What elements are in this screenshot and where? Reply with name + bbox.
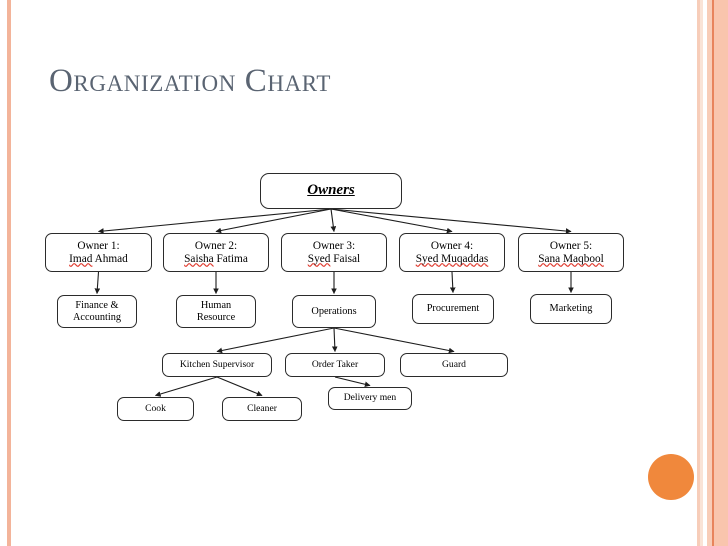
org-node-owner5[interactable]: Owner 5:Sana Maqbool [518,233,624,272]
org-node-label: Order Taker [311,358,359,370]
org-node-guard[interactable]: Guard [400,353,508,377]
org-node-label: Owners [307,182,355,199]
right-stripe-6 [714,0,728,546]
connector-owners-to-owner1 [97,208,332,234]
org-node-owner4[interactable]: Owner 4:Syed Muqaddas [399,233,505,272]
org-node-sublabel: Accounting [72,311,122,323]
org-node-sublabel: Saisha Fatima [184,252,248,265]
org-node-label: Operations [311,305,357,317]
right-stripe-5 [712,0,714,546]
org-node-cook[interactable]: Cook [117,397,194,421]
org-node-label: Owner 4: [430,239,474,252]
org-node-label: Finance & [75,299,119,311]
org-node-label: Human [200,299,232,311]
org-node-label: Owner 1: [77,239,120,252]
right-stripe-2 [700,0,703,546]
connector-owners-to-owner5 [330,208,572,234]
connector-operations-to-ordertaker [331,327,338,353]
org-node-label: Delivery men [343,392,397,404]
connector-owner4-to-procure [449,271,456,294]
org-node-owner1[interactable]: Owner 1:Imad Ahmad [45,233,152,272]
connector-kitchen-to-cook [154,376,218,397]
orange-circle-accent [648,454,694,500]
connector-owners-to-owner3 [330,208,337,233]
org-node-label: Owner 2: [194,239,238,252]
page-title: Organization Chart [49,63,331,99]
org-node-owner3[interactable]: Owner 3:Syed Faisal [281,233,387,272]
org-node-sublabel: Resource [196,311,236,323]
org-node-label: Cleaner [247,402,277,414]
connector-owners-to-owner4 [330,208,453,234]
connector-kitchen-to-cleaner [216,376,263,397]
org-node-finance[interactable]: Finance &Accounting [57,295,137,328]
org-node-owner2[interactable]: Owner 2:Saisha Fatima [163,233,269,272]
org-node-cleaner[interactable]: Cleaner [222,397,302,421]
org-node-label: Procurement [426,303,480,315]
right-stripe-3 [703,0,707,546]
org-node-sublabel: Sana Maqbool [538,252,604,265]
left-accent-line [7,0,11,546]
org-node-marketing[interactable]: Marketing [530,294,612,324]
connector-owner1-to-finance [94,271,101,295]
org-node-label: Kitchen Supervisor [179,358,255,370]
org-node-sublabel: Syed Faisal [307,252,361,265]
connector-operations-to-kitchen [216,327,335,354]
org-node-kitchen[interactable]: Kitchen Supervisor [162,353,272,377]
connector-owners-to-owner2 [215,208,332,234]
org-node-label: Cook [145,402,166,414]
org-node-ordertaker[interactable]: Order Taker [285,353,385,377]
org-node-procure[interactable]: Procurement [412,294,494,324]
right-stripe-1 [697,0,700,546]
org-node-label: Owner 3: [312,239,356,252]
connector-operations-to-guard [333,327,455,354]
org-node-delivery[interactable]: Delivery men [328,387,412,410]
org-node-label: Owner 5: [549,239,593,252]
org-node-label: Marketing [549,303,593,315]
right-stripe-4 [707,0,712,546]
org-node-owners[interactable]: Owners [260,173,402,209]
connector-ordertaker-to-delivery [334,376,371,388]
org-node-label: Guard [442,358,466,370]
org-node-operations[interactable]: Operations [292,295,376,328]
org-node-sublabel: Imad Ahmad [69,252,128,265]
org-node-sublabel: Syed Muqaddas [415,252,489,265]
